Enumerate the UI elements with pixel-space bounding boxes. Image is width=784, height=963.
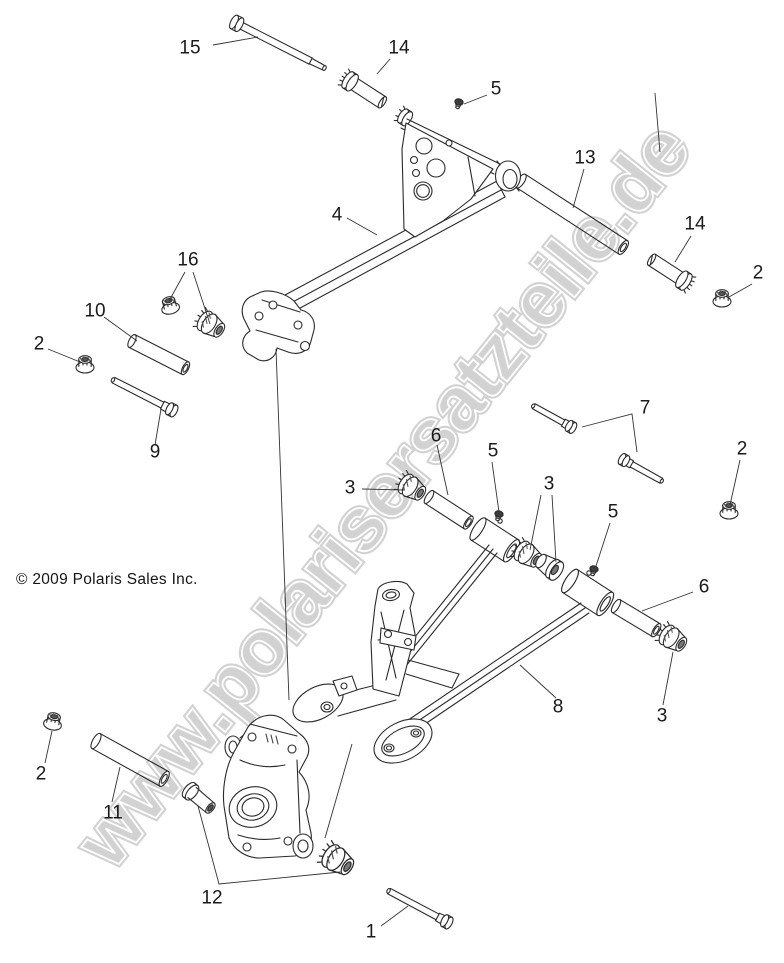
callout-9: 9 (149, 441, 161, 463)
callout-10: 10 (84, 300, 106, 322)
watermark: www.polarisersatzteile.de www.polarisers… (56, 104, 709, 886)
callout-3-left: 3 (344, 477, 356, 499)
callout-11: 11 (103, 802, 123, 824)
callout-4: 4 (331, 204, 343, 226)
svg-text:www.polarisersatzteile.de: www.polarisersatzteile.de (59, 107, 706, 883)
callout-14-top: 14 (388, 37, 410, 59)
callout-2-left: 2 (33, 333, 45, 355)
pin-14-right (643, 249, 698, 295)
nut-2-left (75, 355, 95, 374)
bushing-16 (190, 305, 230, 343)
callout-3-bottom-right: 3 (656, 705, 668, 727)
callout-5-mid: 5 (487, 440, 499, 462)
bolt-7b (616, 451, 667, 488)
callout-12: 12 (201, 887, 223, 909)
callout-15: 15 (179, 37, 201, 59)
nut-16 (158, 294, 182, 317)
callout-6-right: 6 (698, 576, 710, 598)
callout-3-mid: 3 (543, 473, 555, 495)
callout-16: 16 (177, 249, 199, 271)
callout-2-bottom-left: 2 (35, 763, 47, 785)
callout-1: 1 (365, 921, 377, 943)
tube-6-right (609, 597, 664, 639)
callout-14-right: 14 (684, 213, 706, 235)
callout-2-top-right: 2 (752, 262, 764, 284)
bolt-15 (227, 13, 330, 77)
callout-5-right: 5 (607, 501, 619, 523)
copyright-notice: © 2009 Polaris Sales Inc. (16, 571, 198, 588)
callout-7: 7 (639, 397, 651, 419)
nut-2-bottom-left (41, 710, 65, 733)
nut-2-mid-right (719, 501, 739, 520)
nut-2-top-right (712, 289, 732, 308)
callout-13: 13 (574, 147, 596, 169)
a-arm-assembly (242, 104, 520, 360)
bolt-7a (528, 399, 579, 436)
pin-14-top (336, 67, 391, 113)
callout-8: 8 (552, 696, 564, 718)
knuckle (223, 715, 313, 858)
leader-lines (45, 37, 752, 926)
tube-6-left (421, 488, 476, 532)
callout-6-left: 6 (430, 425, 442, 447)
screw-5-top (452, 97, 465, 111)
callout-2-mid-right: 2 (736, 438, 748, 460)
bolt-9 (108, 372, 181, 419)
callout-5-top: 5 (490, 78, 502, 100)
trailing-arm-assembly (287, 515, 618, 772)
bolt-1 (383, 883, 456, 931)
